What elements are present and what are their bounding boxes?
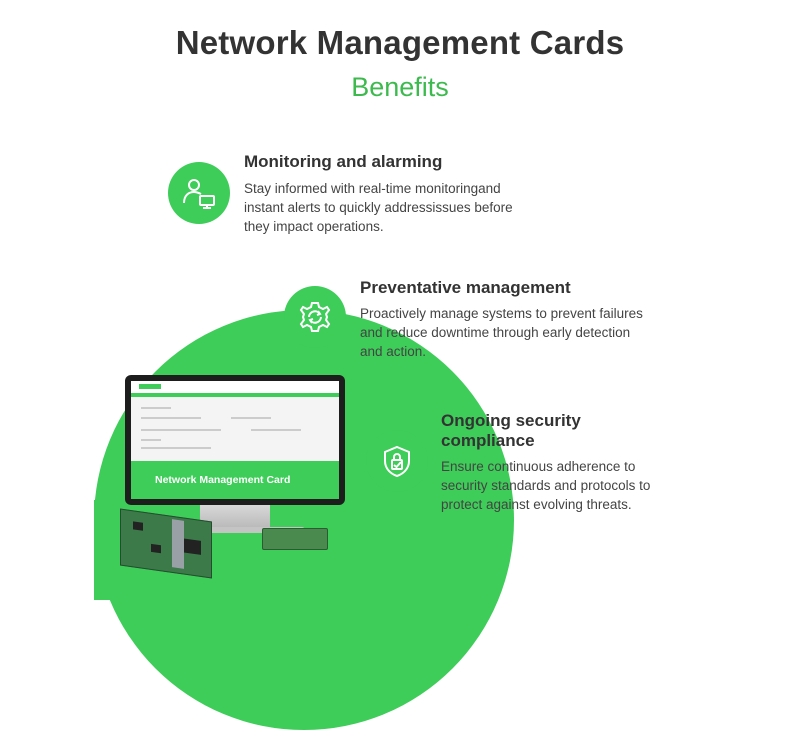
screen-line [141, 417, 201, 419]
screen-banner: Network Management Card [131, 461, 339, 499]
page-subtitle: Benefits [351, 72, 449, 102]
shield-check-icon [366, 430, 428, 492]
benefit-desc-security: Ensure continuous adherence to security … [441, 459, 651, 512]
small-card-illustration [262, 528, 328, 550]
monitor-base [165, 527, 305, 533]
card-bracket [172, 519, 184, 569]
benefit-desc-monitoring: Stay informed with real-time monitoringa… [244, 181, 513, 234]
gear-refresh-icon [284, 286, 346, 348]
benefit-desc-preventative: Proactively manage systems to prevent fa… [360, 306, 643, 359]
monitor-screen: Network Management Card [131, 381, 339, 499]
screen-line [141, 407, 171, 409]
benefit-title-preventative: Preventative management [360, 278, 571, 297]
page-title: Network Management Cards [175, 24, 625, 61]
screen-line [141, 439, 161, 441]
card-chip [133, 521, 143, 531]
benefit-title-monitoring: Monitoring and alarming [244, 152, 443, 171]
card-chip [151, 543, 161, 554]
screen-line [141, 447, 211, 449]
screen-nav-bar [131, 393, 339, 397]
screen-line [231, 417, 271, 419]
benefit-title-security: Ongoing security compliance [441, 411, 581, 450]
screen-line [141, 429, 221, 431]
user-monitor-icon [168, 162, 230, 224]
screen-logo [139, 384, 161, 389]
screen-line [251, 429, 301, 431]
card-port [181, 538, 201, 555]
monitor-illustration: Network Management Card [125, 375, 345, 505]
